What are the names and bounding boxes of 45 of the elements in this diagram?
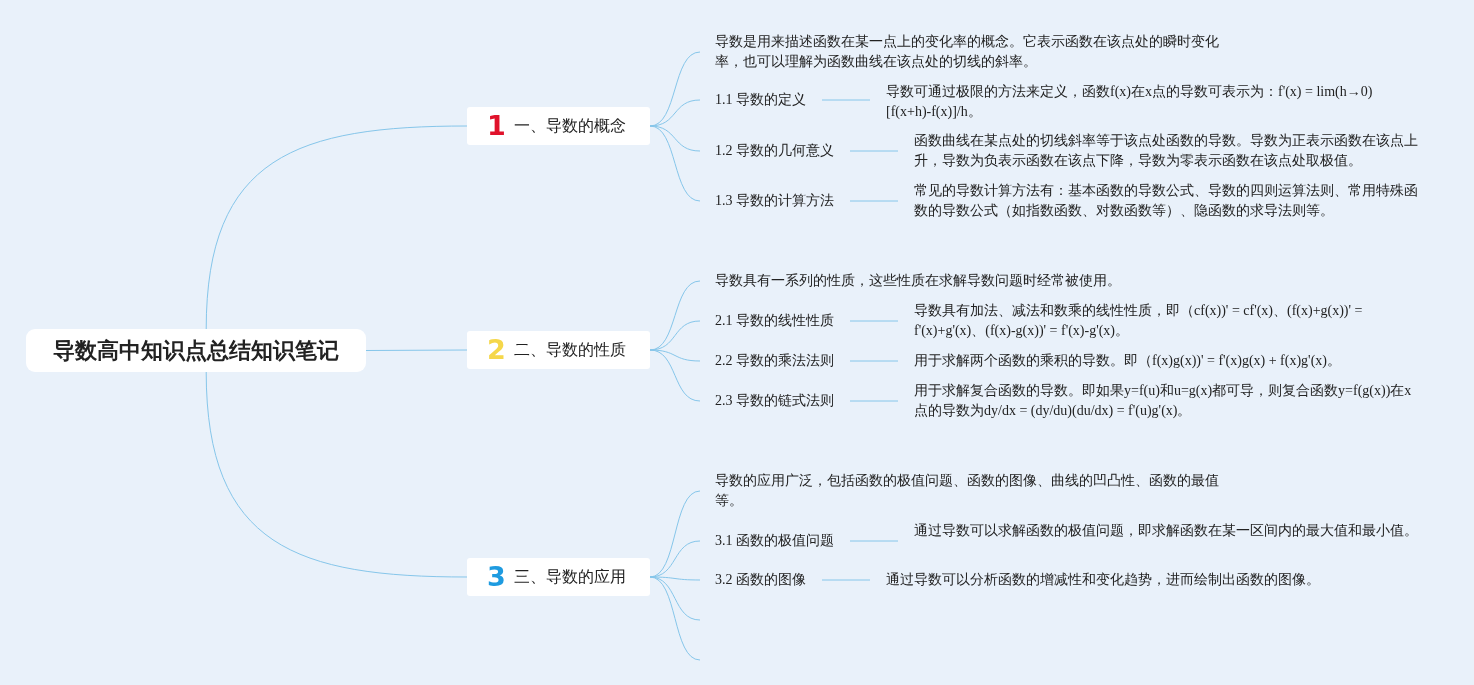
connector-line (205, 371, 468, 578)
note-text: 导数是用来描述函数在某一点上的变化率的概念。它表示函数在该点处的瞬时变化率，也可以理解为函数曲线在该点处的切线的斜率。 (700, 32, 1220, 72)
topic-box (467, 558, 650, 596)
topic-box (467, 331, 650, 369)
connector-line (849, 150, 899, 152)
detail-text: 导数具有加法、减法和数乘的线性性质，即（cf(x))' = cf'(x)、(f(x)+g(x))' = f'(x)+g'(x)、(f(x)-g(x))' = f'(x)-g'(x)。 (898, 301, 1418, 341)
subtopic-label: 3.2 函数的图像 (700, 570, 822, 590)
connector-line (849, 400, 899, 402)
detail-text: 用于求解两个函数的乘积的导数。即（f(x)g(x))' = f'(x)g(x) + f(x)g'(x)。 (898, 351, 1418, 371)
detail-text: 导数可通过极限的方法来定义，函数f(x)在x点的导数可表示为：f'(x) = lim(h→0) [f(x+h)-f(x)]/h。 (870, 82, 1390, 122)
connector-line (649, 125, 701, 202)
connector-line (821, 579, 871, 581)
subtopic-label: 1.3 导数的计算方法 (700, 191, 850, 211)
detail-text: 通过导数可以分析函数的增减性和变化趋势，进而绘制出函数的图像。 (870, 570, 1390, 590)
connector-line (849, 200, 899, 202)
connector-line (849, 320, 899, 322)
subtopic-label: 2.3 导数的链式法则 (700, 391, 850, 411)
note-text: 导数具有一系列的性质，这些性质在求解导数问题时经常被使用。 (700, 271, 1220, 291)
topic-title: 三、导数的应用 (513, 567, 626, 587)
connector-line (649, 349, 701, 362)
subtopic-label: 2.1 导数的线性性质 (700, 311, 850, 331)
connector-line (849, 540, 899, 542)
connector-line (849, 360, 899, 362)
detail-text: 函数曲线在某点处的切线斜率等于该点处函数的导数。导数为正表示函数在该点上升，导数为负表示函数在该点下降，导数为零表示函数在该点处取极值。 (898, 131, 1418, 171)
connector-line (365, 349, 468, 351)
detail-text: 用于求解复合函数的导数。即如果y=f(u)和u=g(x)都可导，则复合函数y=f(g(x))在x点的导数为dy/dx = (dy/du)(du/dx) = f'(u)g'(x)。 (898, 381, 1418, 421)
subtopic-label: 1.2 导数的几何意义 (700, 141, 850, 161)
connector-line (649, 349, 701, 402)
detail-text: 通过导数可以求解函数的极值问题，即求解函数在某一区间内的最大值和最小值。 (898, 521, 1418, 541)
note-text: 导数的应用广泛，包括函数的极值问题、函数的图像、曲线的凹凸性、函数的最值等。 (700, 471, 1220, 511)
topic-number: 1 (487, 116, 506, 136)
connector-line (821, 99, 871, 101)
connector-line (205, 125, 468, 330)
connector-line (649, 576, 701, 661)
topic-title: 一、导数的概念 (513, 116, 626, 136)
connector-line (649, 125, 701, 152)
topic-box (467, 107, 650, 145)
topic-number: 2 (487, 340, 506, 360)
subtopic-label: 2.2 导数的乘法法则 (700, 351, 850, 371)
subtopic-label: 3.1 函数的极值问题 (700, 531, 850, 551)
subtopic-label: 1.1 导数的定义 (700, 90, 822, 110)
central-topic-box: 导数高中知识点总结知识笔记 (26, 329, 366, 372)
topic-number: 3 (487, 567, 506, 587)
detail-text: 常见的导数计算方法有：基本函数的导数公式、导数的四则运算法则、常用特殊函数的导数公式（如指数函数、对数函数等）、隐函数的求导法则等。 (898, 181, 1418, 221)
topic-title: 二、导数的性质 (513, 340, 626, 360)
